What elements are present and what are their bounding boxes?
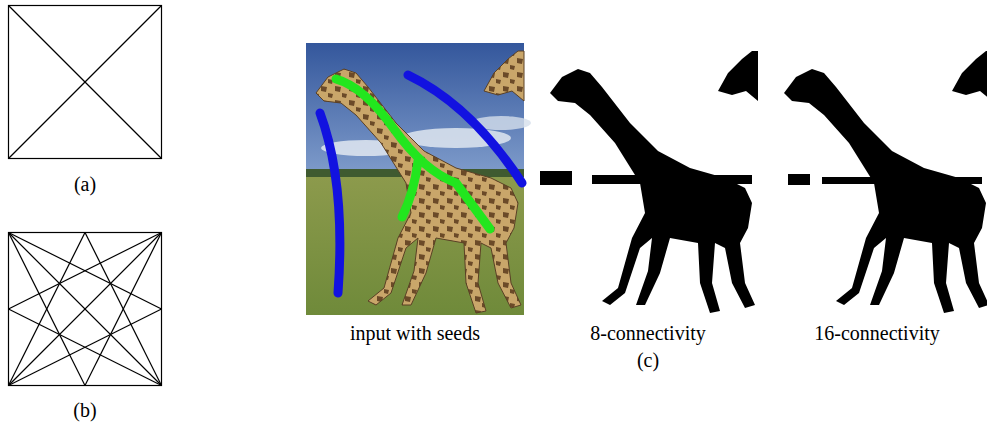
caption-label: (c) (637, 348, 659, 372)
input-photo (306, 43, 531, 315)
head-mask (718, 51, 758, 101)
knight-line (9, 233, 86, 386)
grid-square-8 (9, 6, 162, 159)
mask-16 (784, 51, 987, 313)
foreground-seed (402, 161, 418, 217)
giraffe-head (484, 51, 524, 101)
mask-artifact (788, 174, 810, 185)
foreground-seed (336, 79, 490, 229)
background-seed (408, 75, 522, 183)
caption-label: 8-connectivity (590, 321, 706, 345)
knight-line (9, 233, 162, 310)
diagonal-line (9, 6, 162, 159)
square-outline (9, 6, 162, 159)
diagonal-line (9, 233, 162, 386)
square-outline (9, 233, 162, 386)
knight-line (9, 233, 162, 310)
head-mask (952, 51, 987, 101)
mask-artifact (592, 175, 752, 184)
caption-label: (b) (73, 398, 96, 422)
knight-line (85, 233, 162, 386)
diagonal-line (9, 233, 162, 386)
diagonal-line (9, 6, 162, 159)
giraffe (316, 69, 521, 313)
mask-8 (540, 51, 758, 313)
mask-artifact (822, 177, 982, 184)
mask-artifact (540, 171, 572, 185)
knight-line (85, 233, 162, 386)
caption-label: input with seeds (350, 321, 480, 345)
giraffe-mask (550, 69, 755, 313)
knight-line (9, 309, 162, 386)
knight-line (9, 309, 162, 386)
background-seed (320, 113, 340, 293)
knight-line (9, 233, 86, 386)
caption-label: 16-connectivity (814, 321, 940, 345)
caption-label: (a) (74, 172, 96, 196)
grid-square-16 (9, 233, 162, 386)
giraffe-mask (784, 69, 987, 313)
